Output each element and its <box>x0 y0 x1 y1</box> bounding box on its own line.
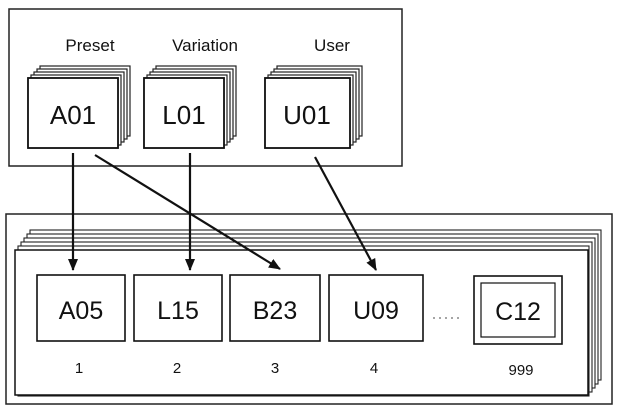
arrow-user-to-slot-4 <box>314 156 377 271</box>
slot-3-card <box>229 274 321 342</box>
preset-card <box>27 77 119 149</box>
slot-4-card <box>328 274 424 342</box>
slot-1-card <box>36 274 126 342</box>
slot-2-code: L15 <box>157 297 199 325</box>
slot-999-code: C12 <box>495 298 541 326</box>
user-code: U01 <box>283 100 331 130</box>
slot-1-number: 1 <box>75 360 83 377</box>
variation-card <box>143 77 225 149</box>
source-panel <box>8 8 403 167</box>
slot-999-number: 999 <box>508 362 533 379</box>
slot-999-inner-card <box>480 282 556 338</box>
variation-header: Variation <box>172 36 238 55</box>
slot-1-code: A05 <box>59 297 103 325</box>
ellipsis-dots <box>433 317 459 319</box>
user-header: User <box>314 36 350 55</box>
slot-bank-frame <box>5 213 613 405</box>
slot-999-card <box>473 275 563 345</box>
arrow-preset-to-slot-3 <box>94 154 281 270</box>
slot-2-number: 2 <box>173 360 181 377</box>
slot-3-code: B23 <box>253 297 297 325</box>
slot-2-card <box>133 274 223 342</box>
user-card <box>264 77 351 149</box>
slot-4-code: U09 <box>353 297 399 325</box>
slot-4-number: 4 <box>370 360 378 377</box>
slot-3-number: 3 <box>271 360 279 377</box>
preset-code: A01 <box>50 100 96 130</box>
preset-header: Preset <box>65 36 114 55</box>
variation-code: L01 <box>162 100 205 130</box>
